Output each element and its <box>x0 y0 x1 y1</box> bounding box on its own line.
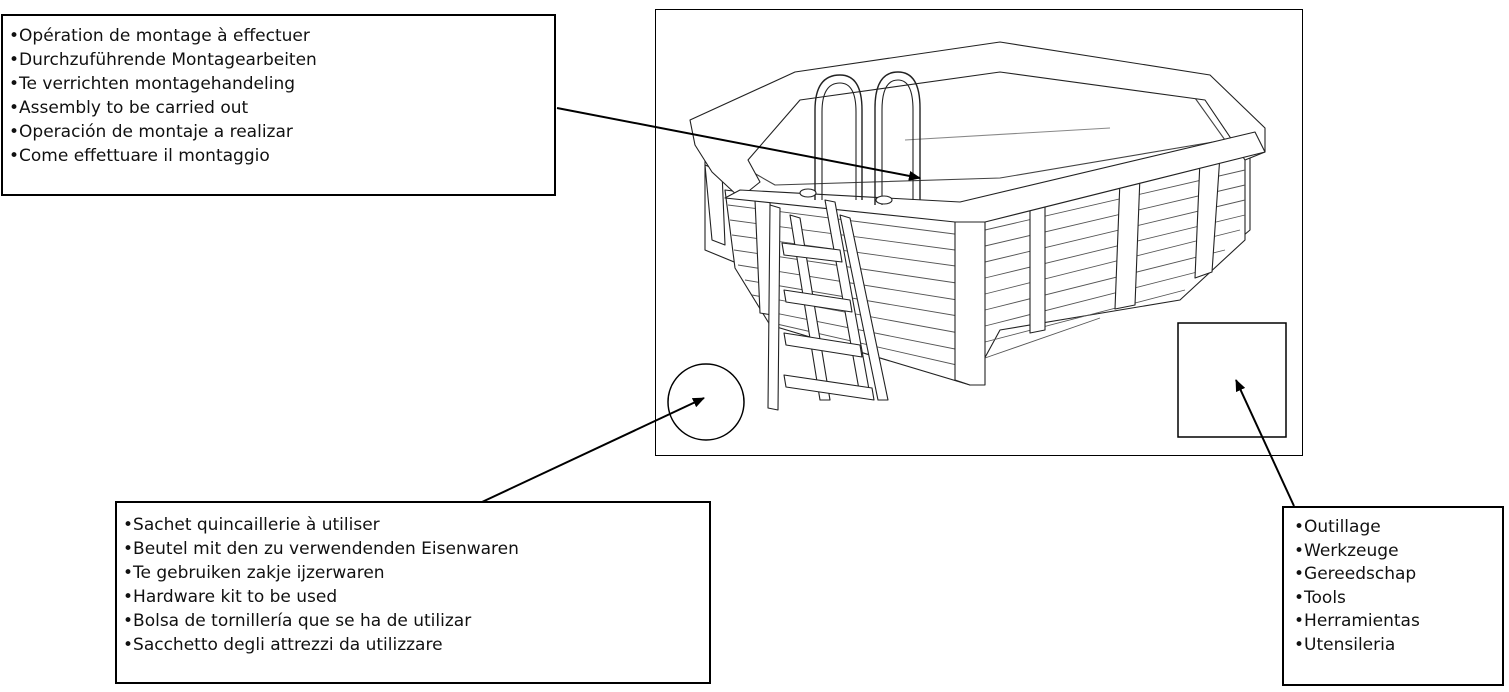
assembly-arrow <box>556 107 921 181</box>
tools-list: Outillage Werkzeuge Gereedschap Tools He… <box>1294 516 1502 657</box>
hardware-item-de: Beutel mit den zu verwendenden Eisenware… <box>123 537 709 561</box>
hardware-arrow <box>481 397 705 503</box>
assembly-callout: Opération de montage à effectuer Durchzu… <box>1 14 556 196</box>
assembly-item-it: Come effettuare il montaggio <box>9 144 554 168</box>
tools-item-es: Herramientas <box>1294 610 1502 634</box>
tools-item-it: Utensileria <box>1294 634 1502 658</box>
assembly-item-en: Assembly to be carried out <box>9 96 554 120</box>
tools-arrow <box>1235 379 1295 507</box>
hardware-item-en: Hardware kit to be used <box>123 585 709 609</box>
assembly-item-de: Durchzuführende Montagearbeiten <box>9 48 554 72</box>
assembly-list: Opération de montage à effectuer Durchzu… <box>9 24 554 168</box>
hardware-item-it: Sacchetto degli attrezzi da utilizzare <box>123 633 709 657</box>
tools-item-nl: Gereedschap <box>1294 563 1502 587</box>
hardware-placeholder-circle <box>667 363 745 441</box>
assembly-item-nl: Te verrichten montagehandeling <box>9 72 554 96</box>
hardware-list: Sachet quincaillerie à utiliser Beutel m… <box>123 513 709 657</box>
hardware-item-es: Bolsa de tornillería que se ha de utiliz… <box>123 609 709 633</box>
tools-placeholder-square <box>1177 322 1287 438</box>
tools-item-de: Werkzeuge <box>1294 540 1502 564</box>
tools-item-fr: Outillage <box>1294 516 1502 540</box>
hardware-callout: Sachet quincaillerie à utiliser Beutel m… <box>115 501 711 684</box>
hardware-item-nl: Te gebruiken zakje ijzerwaren <box>123 561 709 585</box>
pool-illustration <box>689 41 1266 411</box>
hardware-item-fr: Sachet quincaillerie à utiliser <box>123 513 709 537</box>
tools-item-en: Tools <box>1294 587 1502 611</box>
illustration-frame <box>655 9 1303 456</box>
assembly-item-fr: Opération de montage à effectuer <box>9 24 554 48</box>
assembly-item-es: Operación de montaje a realizar <box>9 120 554 144</box>
tools-callout: Outillage Werkzeuge Gereedschap Tools He… <box>1282 506 1504 686</box>
